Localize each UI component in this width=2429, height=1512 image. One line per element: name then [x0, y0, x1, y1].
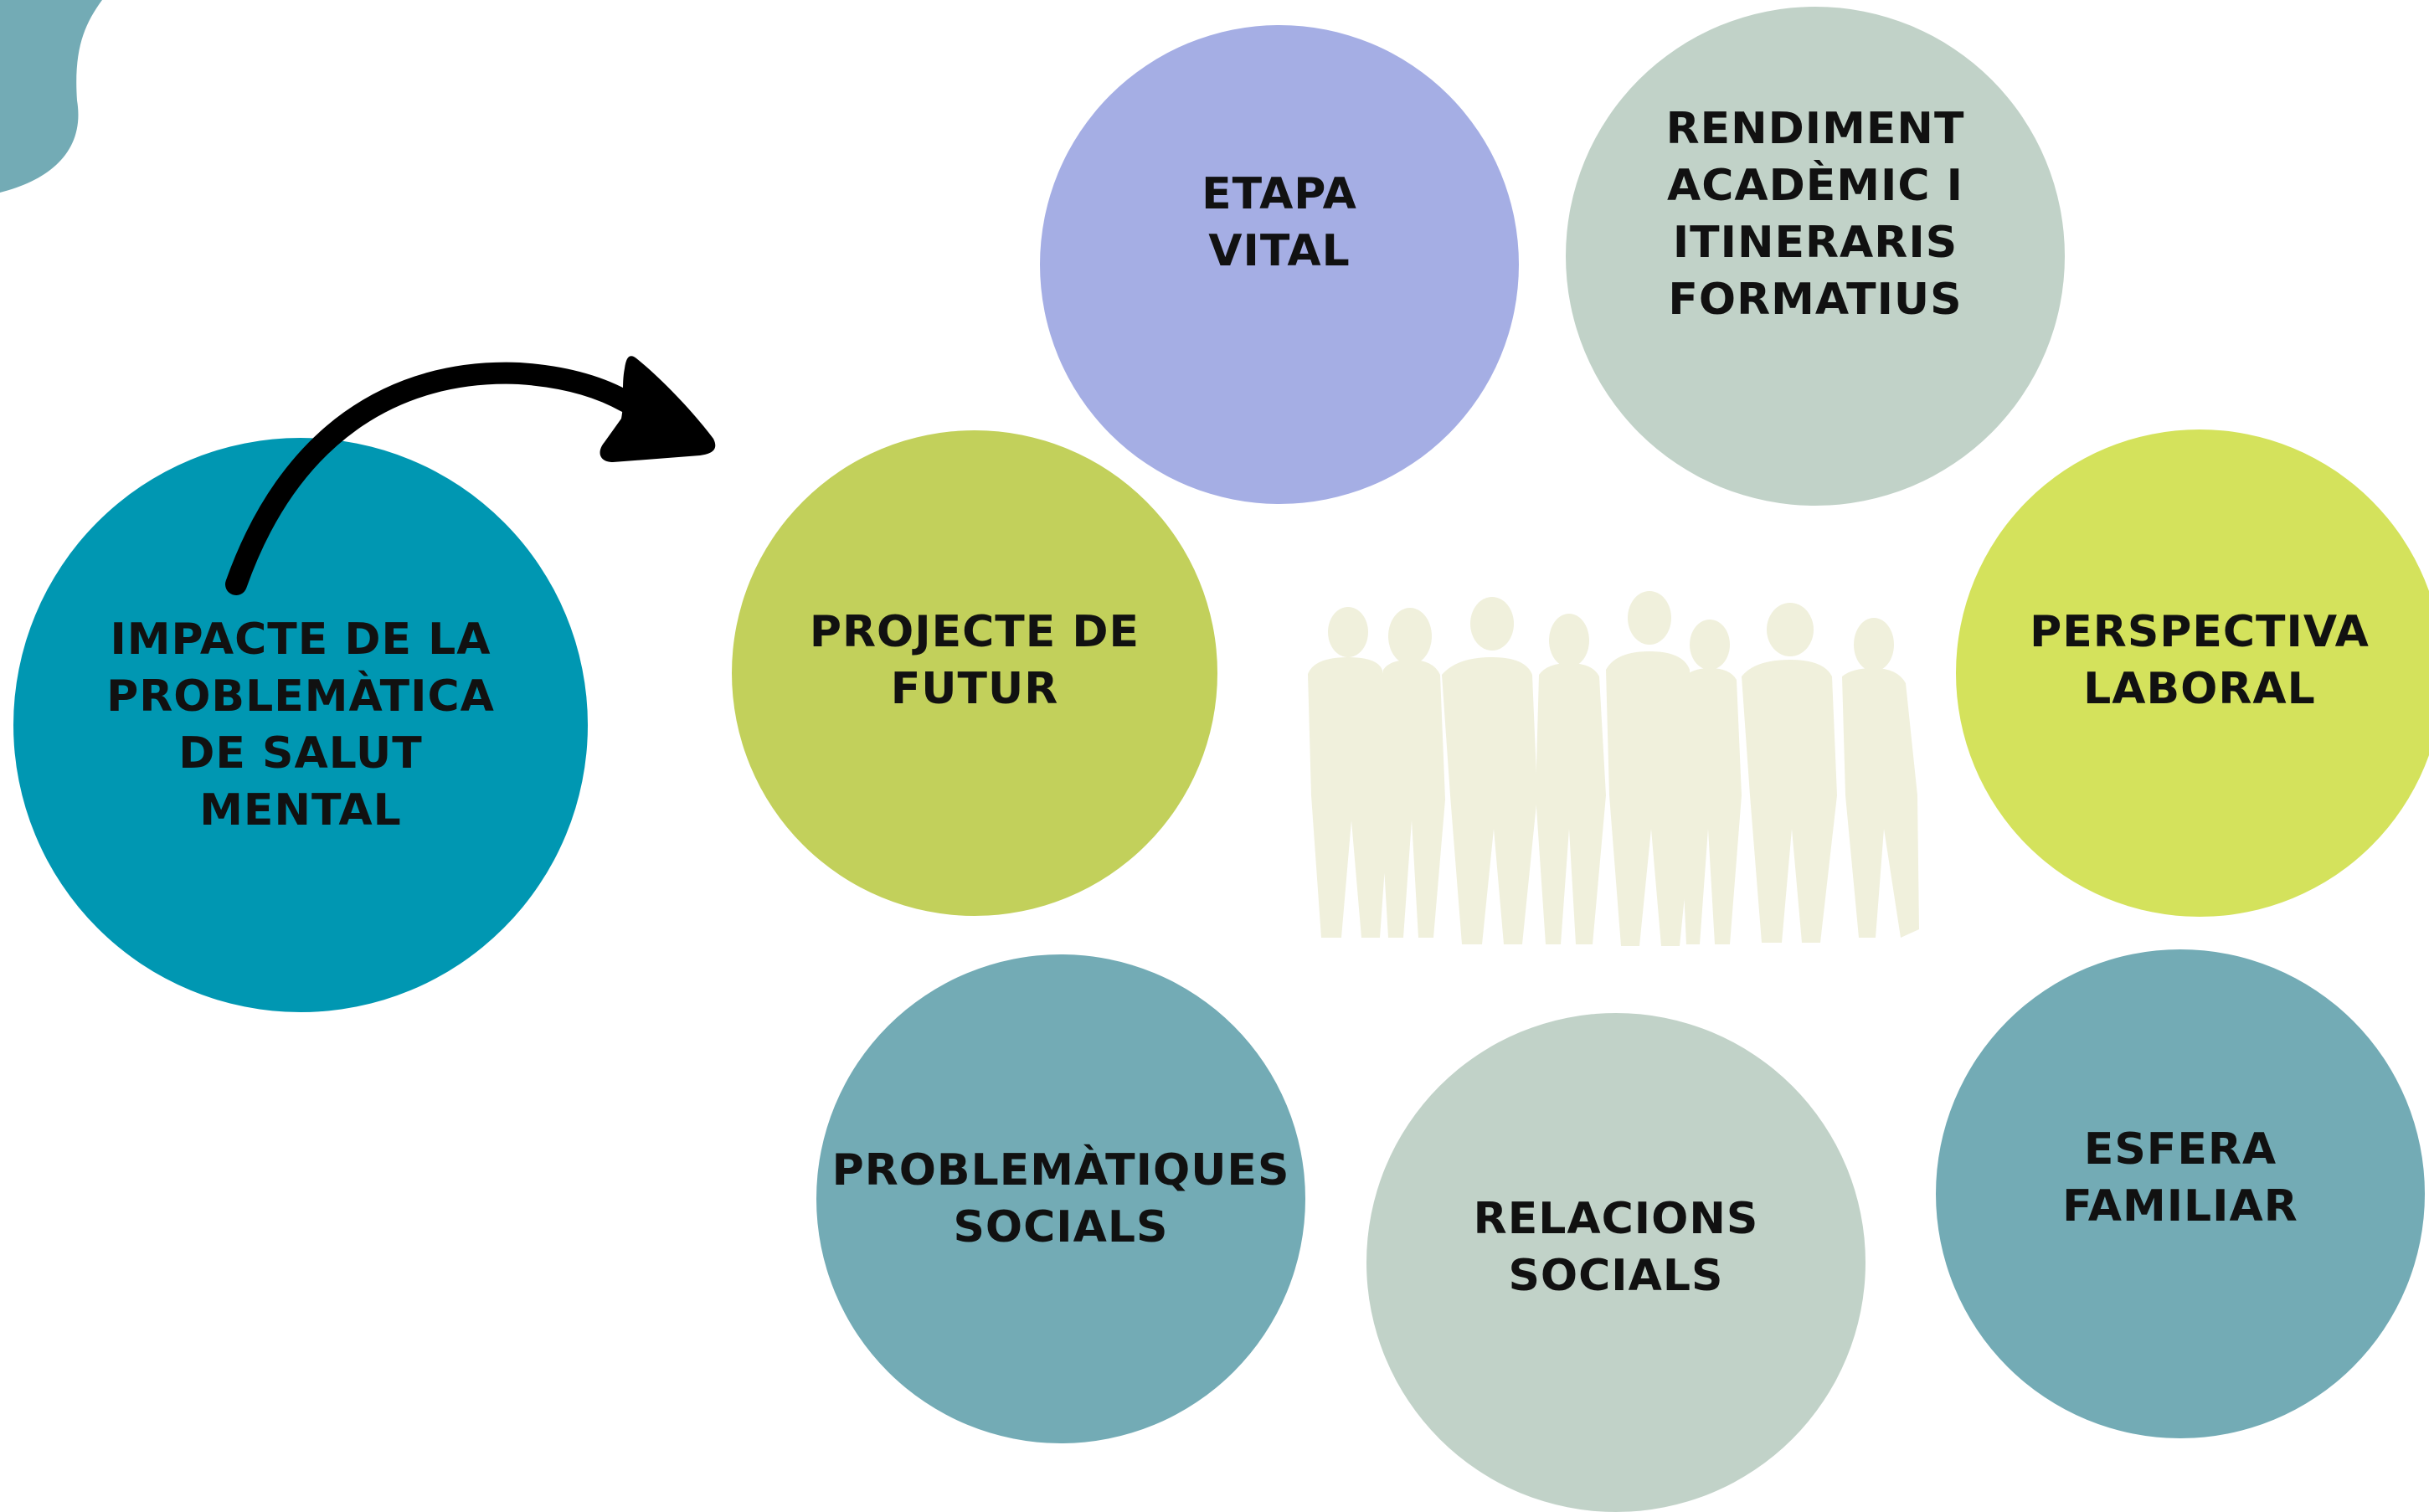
factor-etapa-vital: ETAPA VITAL — [1040, 25, 1519, 504]
corner-blob — [0, 0, 102, 193]
factor-rendiment-academic: RENDIMENT ACADÈMIC I ITINERARIS FORMATIU… — [1566, 7, 2065, 506]
arrow-head — [600, 356, 716, 462]
factor-problematiques-socials: PROBLEMÀTIQUES SOCIALS — [816, 954, 1305, 1443]
people-silhouettes — [1308, 591, 1919, 946]
factor-label: PROJECTE DE FUTUR — [809, 607, 1140, 714]
factor-label: ETAPA VITAL — [1202, 169, 1357, 276]
corner-blob-shape — [0, 0, 102, 193]
curved-arrow-icon — [225, 356, 716, 595]
factor-label: RELACIONS SOCIALS — [1473, 1194, 1759, 1301]
factor-label: RENDIMENT ACADÈMIC I ITINERARIS FORMATIU… — [1665, 104, 1965, 325]
factor-projecte-de-futur: PROJECTE DE FUTUR — [732, 430, 1217, 916]
center-circle: IMPACTE DE LA PROBLEMÀTICA DE SALUT MENT… — [13, 438, 588, 1012]
arrow-shaft — [225, 362, 637, 595]
factor-label: ESFERA FAMILIAR — [2062, 1124, 2298, 1232]
center-label: IMPACTE DE LA PROBLEMÀTICA DE SALUT MENT… — [106, 615, 495, 836]
factor-relacions-socials: RELACIONS SOCIALS — [1366, 1013, 1865, 1512]
factor-perspectiva-laboral: PERSPECTIVA LABORAL — [1956, 429, 2429, 917]
factor-esfera-familiar: ESFERA FAMILIAR — [1936, 949, 2425, 1438]
factor-label: PROBLEMÀTIQUES SOCIALS — [831, 1145, 1290, 1252]
factor-label: PERSPECTIVA LABORAL — [2030, 607, 2370, 714]
